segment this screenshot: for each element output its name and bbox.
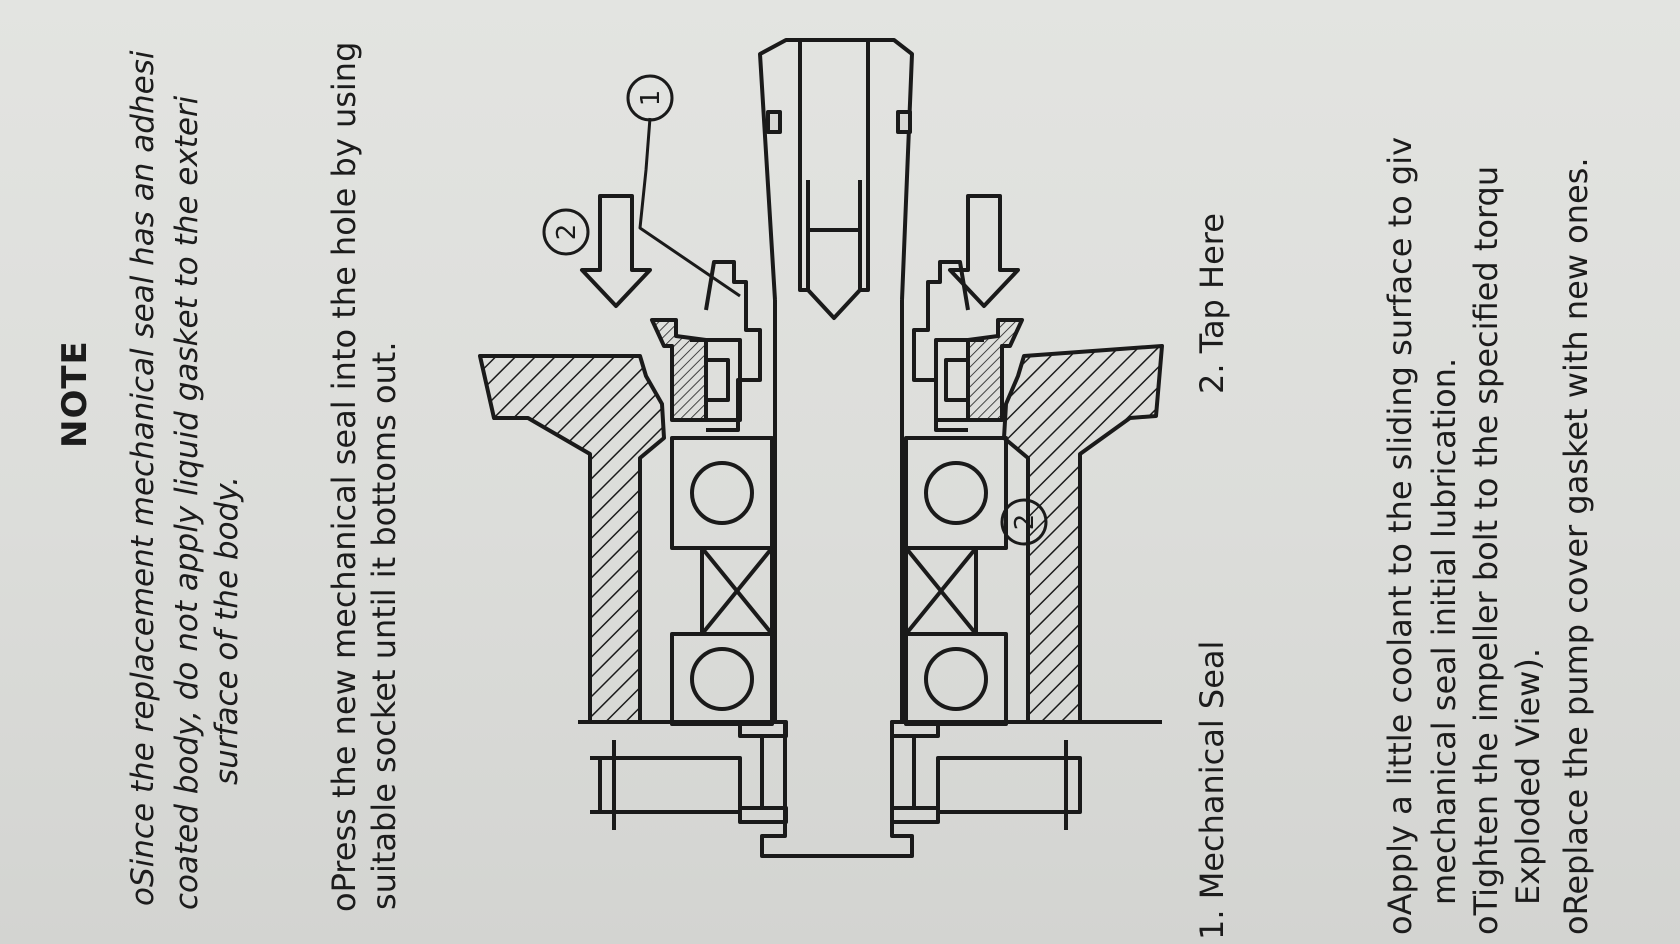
callout-1-leader: [638, 117, 741, 298]
shaft: [760, 300, 914, 858]
callout-2a-label: 2: [552, 224, 582, 241]
impeller-bolt: [798, 40, 870, 292]
seal-ring-left: [704, 260, 762, 432]
arrow-left: [580, 194, 652, 308]
arrow-right: [948, 194, 1020, 308]
bearing-right-2: [904, 632, 1008, 726]
seal-ring-right: [912, 260, 970, 432]
step-tighten-line-1: oTighten the impeller bolt to the specif…: [1467, 165, 1505, 935]
gear-right: [936, 756, 1082, 814]
step-replace-line-1: oReplace the pump cover gasket with new …: [1557, 157, 1595, 935]
shaft-tip: [758, 38, 914, 301]
step-apply-line-2: mechanical seal initial lubrication.: [1425, 357, 1463, 905]
housing-left: [478, 354, 666, 724]
bearing-left-1: [670, 436, 774, 550]
bearing-right-1: [904, 436, 1008, 550]
step-apply-line-1: oApply a little coolant to the sliding s…: [1381, 136, 1419, 935]
callout-1-label: 1: [636, 90, 666, 107]
legend-mechanical-seal: 1. Mechanical Seal: [1193, 640, 1231, 940]
bearing-left-2: [670, 632, 774, 726]
callout-1: [542, 74, 1048, 546]
gear-left: [598, 756, 742, 814]
housing-right: [1002, 344, 1164, 724]
legend-tap-here: 2. Tap Here: [1193, 213, 1231, 394]
callout-2b-label: 2: [1010, 514, 1040, 531]
step-tighten-line-2: Exploded View).: [1509, 647, 1547, 905]
